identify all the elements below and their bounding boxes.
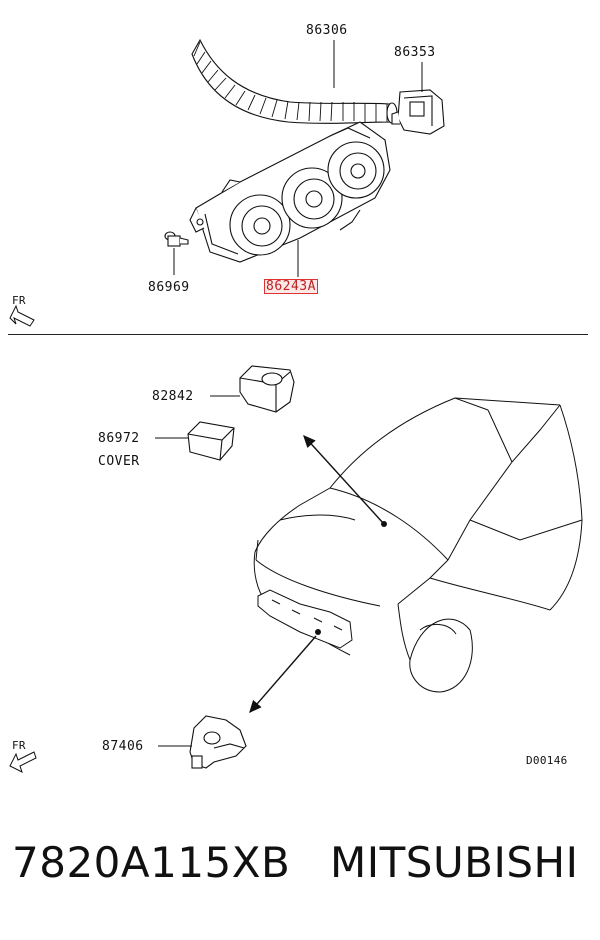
fr-arrow-upper-icon	[9, 304, 35, 327]
brand-name: MITSUBISHI	[330, 838, 579, 887]
fr-arrow-lower-icon	[9, 751, 37, 773]
label-87406: 87406	[102, 739, 144, 754]
leader-lines-upper	[173, 40, 423, 277]
screw-86969	[164, 231, 189, 247]
label-86969: 86969	[148, 280, 190, 295]
arrow-to-82842	[303, 434, 385, 525]
label-82842: 82842	[152, 389, 194, 404]
sensor-point-lower	[315, 629, 321, 635]
cover-86972	[187, 421, 235, 461]
label-86353: 86353	[394, 45, 436, 60]
connector-86353	[391, 89, 445, 135]
car-outline	[253, 397, 583, 693]
duct-hose-86306	[191, 38, 398, 124]
control-panel-86243A	[189, 121, 391, 263]
label-86306: 86306	[306, 23, 348, 38]
part-number: 7820A115XB	[12, 838, 291, 887]
section-divider	[8, 334, 588, 335]
arrow-to-87406	[249, 635, 317, 714]
leader-lines-lower	[155, 395, 240, 747]
label-cover: COVER	[98, 454, 140, 469]
fr-label-upper: FR	[12, 294, 26, 307]
label-86243A: 86243A	[264, 279, 318, 294]
drawing-code: D00146	[526, 754, 568, 767]
fr-label-lower: FR	[12, 739, 26, 752]
label-86972: 86972	[98, 431, 140, 446]
part-82842	[239, 365, 295, 413]
bumper-bracket	[257, 589, 353, 649]
sensor-87406	[189, 715, 247, 769]
